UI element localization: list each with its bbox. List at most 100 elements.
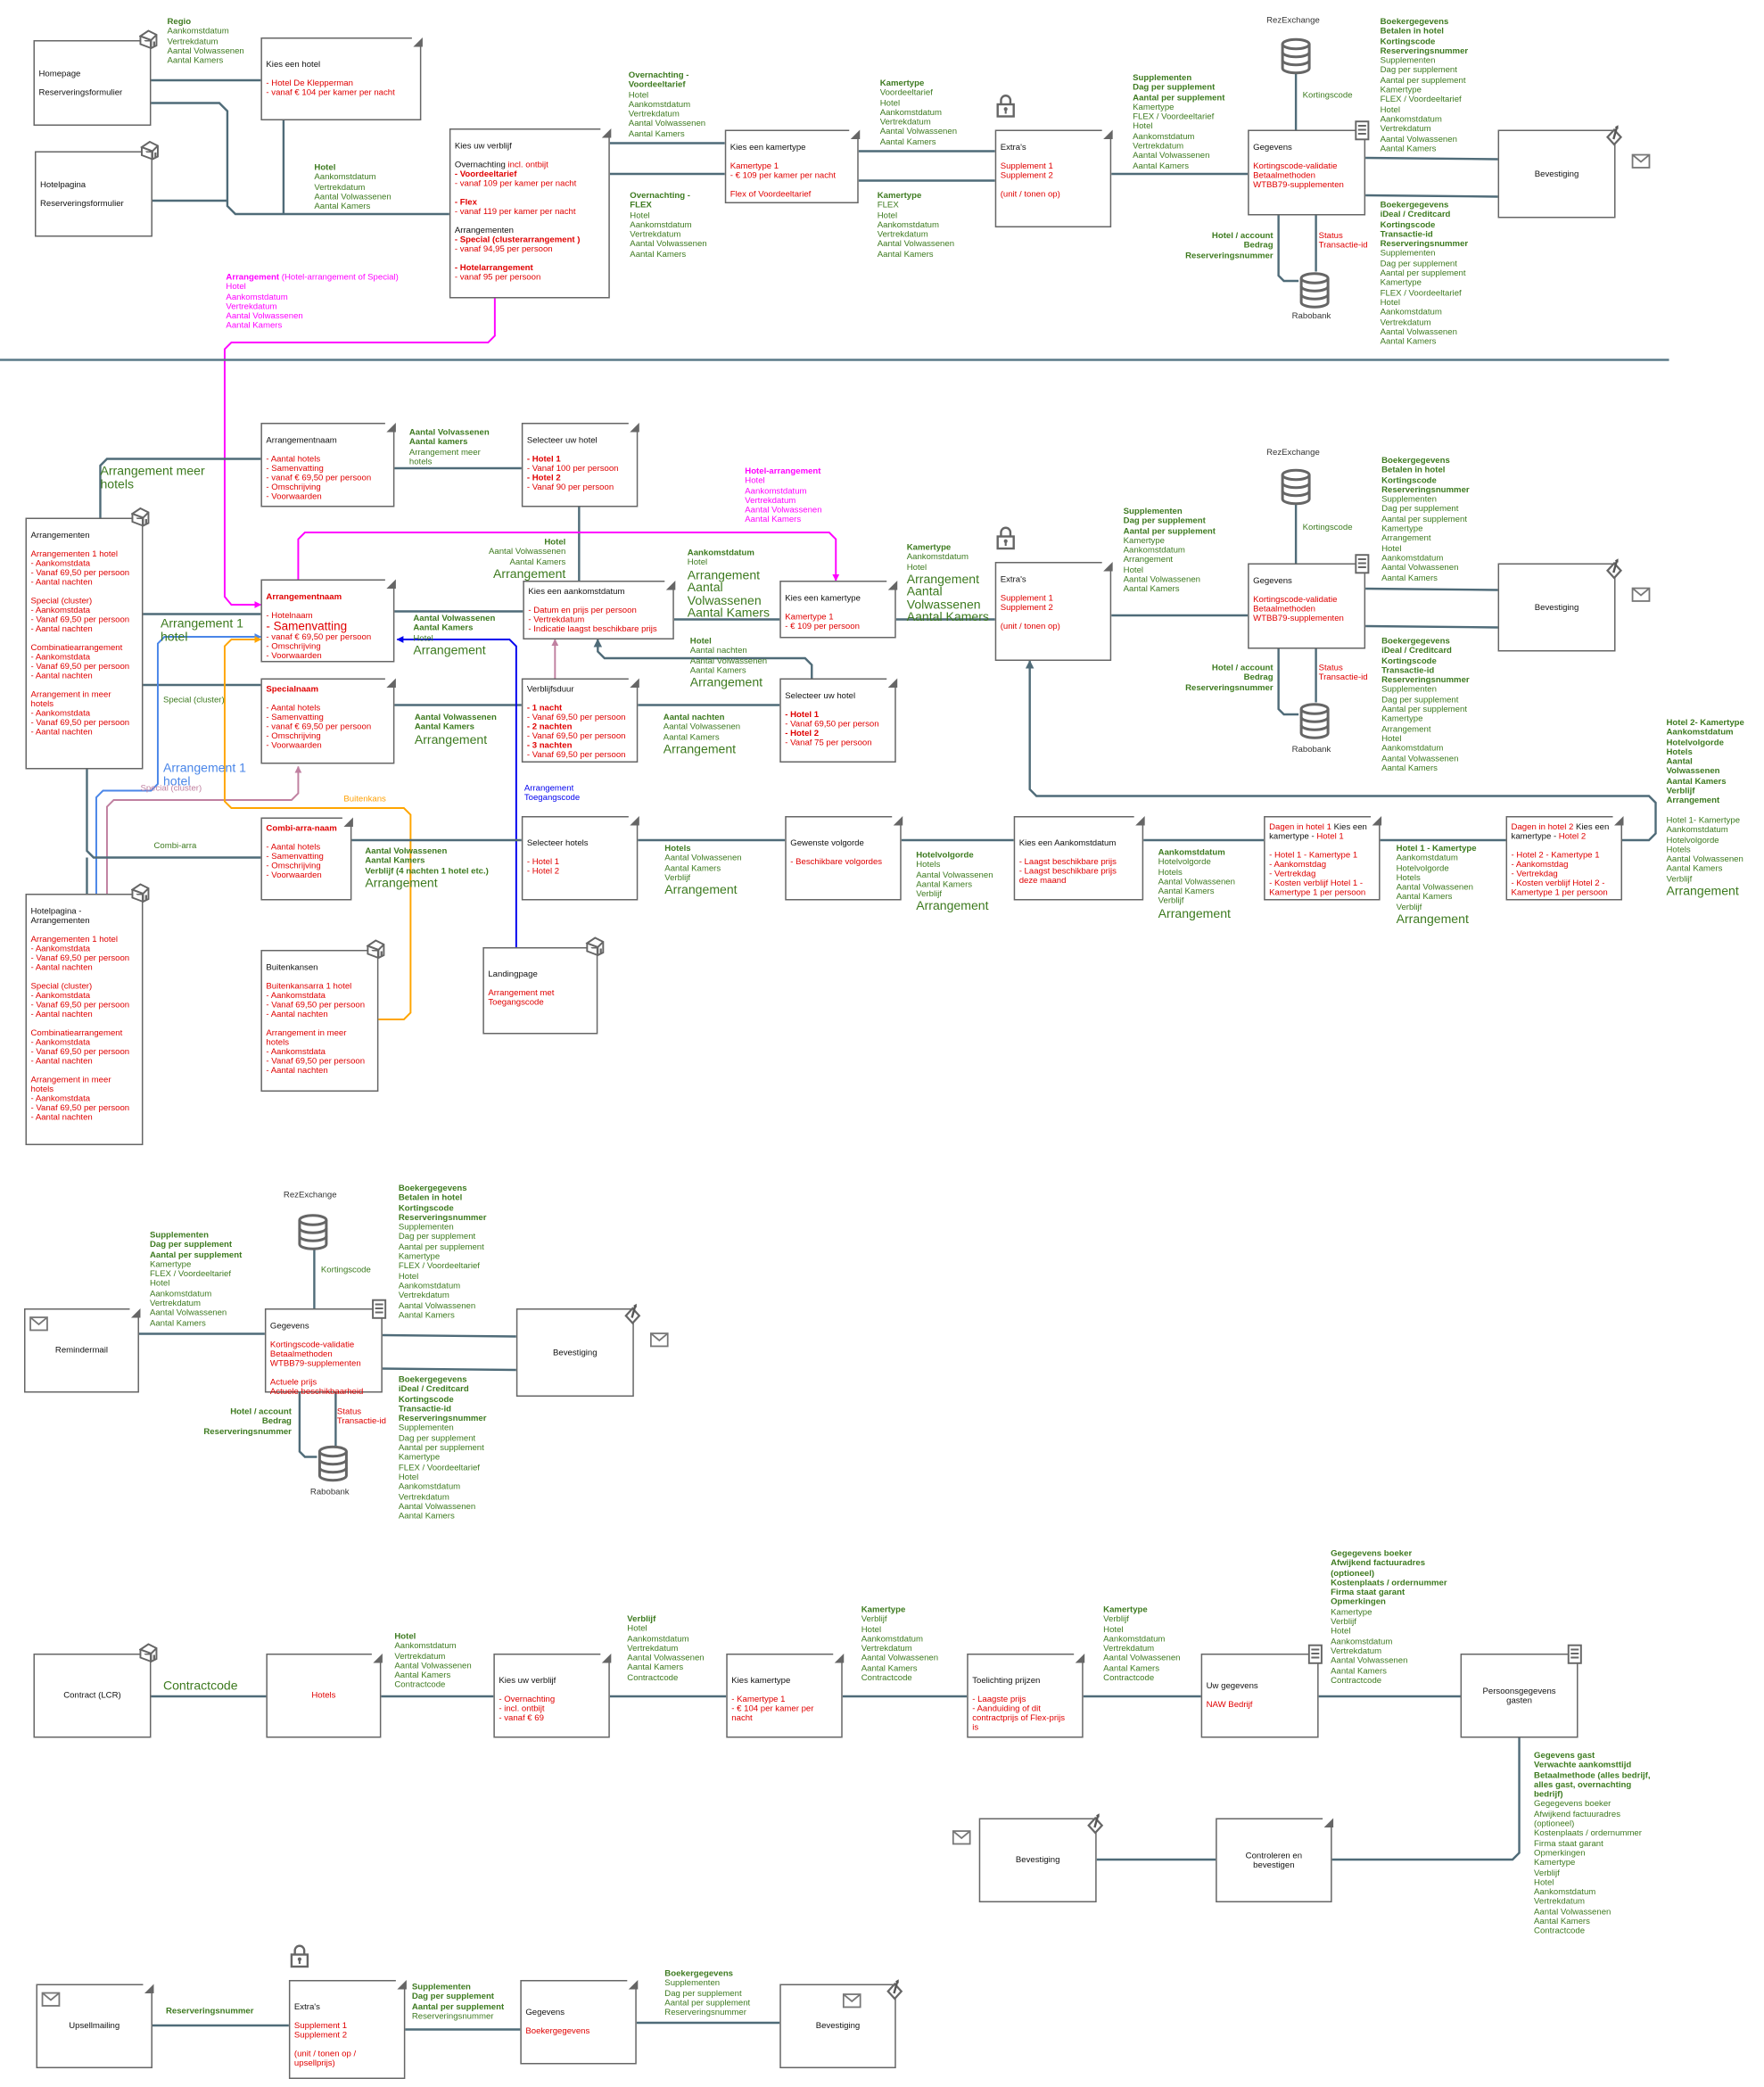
bevestiging-3-screen[interactable]: Bevestiging <box>515 1308 634 1397</box>
text-line: Aankomstdatum <box>226 292 288 302</box>
secure-lock-icon <box>996 526 1015 557</box>
text-line: Aantal Kamers <box>1381 763 1438 773</box>
text-line: - Aantal nachten <box>30 1113 93 1123</box>
bevestiging-5-screen[interactable]: Bevestiging <box>779 1984 896 2068</box>
spacer <box>266 973 373 983</box>
text-line: Aantal per supplement <box>1381 515 1467 524</box>
text-line: - Voorwaarden <box>266 741 322 751</box>
flow-connector <box>1365 194 1498 198</box>
text-line: - Aankomstdata <box>30 559 91 569</box>
toelichting-prijzen-screen[interactable]: Toelichting prijzen- Laagste prijs- Aand… <box>967 1652 1085 1738</box>
text-line: - Samenvatting <box>266 619 348 633</box>
text-line: Aantal Kamers <box>916 879 973 890</box>
contract-screen[interactable]: Contract (LCR) <box>33 1654 152 1738</box>
hotels-screen[interactable]: Hotels <box>266 1652 383 1738</box>
text-line: Dag per supplement <box>1123 516 1206 526</box>
gewenste-volgorde-screen[interactable]: Gewenste volgorde- Beschikbare volgordes <box>785 814 903 901</box>
selecteer-uw-hotel-1-screen[interactable]: Selecteer uw hotel- Hotel 1- Vanaf 100 p… <box>521 421 639 507</box>
text-line: Vertrekdatum <box>1331 1646 1382 1656</box>
kies-een-aankomstdatum-2-screen[interactable]: Kies een Aankomstdatum- Laagst beschikba… <box>1013 814 1145 901</box>
kies-een-aankomstdatum-screen[interactable]: Kies een aankomstdatum- Datum en prijs p… <box>523 579 676 639</box>
text-line: Reserveringsnummer <box>1381 485 1470 495</box>
combi-arra-naam-screen[interactable]: Combi-arra-naam- Aantal hotels- Samenvat… <box>260 816 353 901</box>
text-line: Arrangement met <box>488 988 555 999</box>
text-fragment: Hotel 2 <box>1558 832 1587 842</box>
text-line: Firma staat garant <box>1534 1839 1603 1849</box>
text-line: Hotel <box>1380 298 1400 308</box>
email-icon <box>41 1990 61 2014</box>
text-line: Arrangementen 1 hotel <box>30 549 118 560</box>
text-line: WTBB79-supplementen <box>1253 180 1344 191</box>
text-line: Hotel <box>877 210 898 220</box>
text-line: - Aankomstdata <box>30 991 91 1002</box>
selecteer-uw-hotel-2-screen[interactable]: Selecteer uw hotel- Hotel 1- Vanaf 69,50… <box>779 677 898 763</box>
arrangementnaam-top-screen[interactable]: Arrangementnaam- Aantal hotels- Samenvat… <box>260 421 396 507</box>
bevestiging-4-screen[interactable]: Bevestiging <box>978 1818 1097 1902</box>
text-line: Arrangement (Hotel-arrangement of Specia… <box>226 273 398 283</box>
spacer <box>270 1332 377 1341</box>
selecteer-hotels-screen[interactable]: Selecteer hotels- Hotel 1- Hotel 2 <box>521 814 639 901</box>
kies-een-hotel-screen[interactable]: Kies een hotel- Hotel De Klepperman- van… <box>260 36 423 120</box>
spacer <box>30 681 137 691</box>
text-line: FLEX / Voordeeltarief <box>1380 288 1462 299</box>
spacer <box>30 926 137 936</box>
text-line: Aantal Kamers <box>861 1663 918 1674</box>
text-line: Hotel <box>1380 105 1400 115</box>
dagen-hotel-2-screen[interactable]: Dagen in hotel 2 Kies een kamertype - Ho… <box>1505 814 1624 901</box>
text-line: bedrijf) <box>1534 1790 1563 1800</box>
text-line: Boekergegevens <box>1380 17 1449 28</box>
text-line: Supplement 1 <box>1000 594 1053 604</box>
text-line: Afwijkend factuuradres <box>1534 1810 1620 1819</box>
text-line: Aantal Volwassenen <box>663 722 741 732</box>
text-line: Aankomstdatum <box>1381 553 1444 564</box>
text-line: Verwachte aankomsttijd <box>1534 1761 1632 1770</box>
kies-kamertype-4-screen[interactable]: Kies kamertype- Kamertype 1- € 104 per k… <box>726 1652 845 1738</box>
spacer <box>30 973 137 983</box>
verblijfsduur-screen[interactable]: Verblijfsduur- 1 nacht- Vanaf 69,50 per … <box>521 677 639 763</box>
text-line: iDeal / Creditcard <box>1380 210 1451 220</box>
bevestiging-2-screen[interactable]: Bevestiging <box>1497 563 1616 652</box>
text-line: Voordeeltarief <box>628 80 686 90</box>
text-line: Aantal Kamers <box>687 605 771 620</box>
text-line: Special (cluster) <box>30 597 93 606</box>
dagen-hotel-1-screen[interactable]: Dagen in hotel 1 Kies een kamertype - Ho… <box>1264 814 1382 901</box>
form-document-icon <box>1307 1644 1323 1671</box>
text-line: Arrangement meer <box>408 447 481 458</box>
text-line: - Vanaf 69,50 per persoon <box>30 1001 130 1011</box>
text-line: Aantal per supplement <box>411 2001 505 2012</box>
text-line: Kies een kamertype <box>730 143 806 153</box>
kies-uw-verblijf-4-screen[interactable]: Kies uw verblijf- Overnachting- incl. on… <box>493 1652 612 1738</box>
specialnaam-screen[interactable]: Specialnaam- Aantal hotels- Samenvatting… <box>260 677 396 764</box>
text-line: Dag per supplement <box>398 1433 476 1444</box>
text-line: - Vanaf 69,50 per persoon <box>30 953 130 964</box>
text-line: Aantal Kamers <box>1666 864 1723 875</box>
bevestiging-screen[interactable]: Bevestiging <box>1497 129 1616 219</box>
text-line: Arrangement <box>1381 724 1431 735</box>
arrangementnaam-main-screen[interactable]: Arrangementnaam- Hotelnaam- Samenvatting… <box>260 578 396 663</box>
text-line: Aantal Volwassenen <box>167 46 244 56</box>
text-line: Aantal Volwassenen <box>489 547 566 557</box>
text-line: Aantal Volwassenen <box>314 192 392 202</box>
